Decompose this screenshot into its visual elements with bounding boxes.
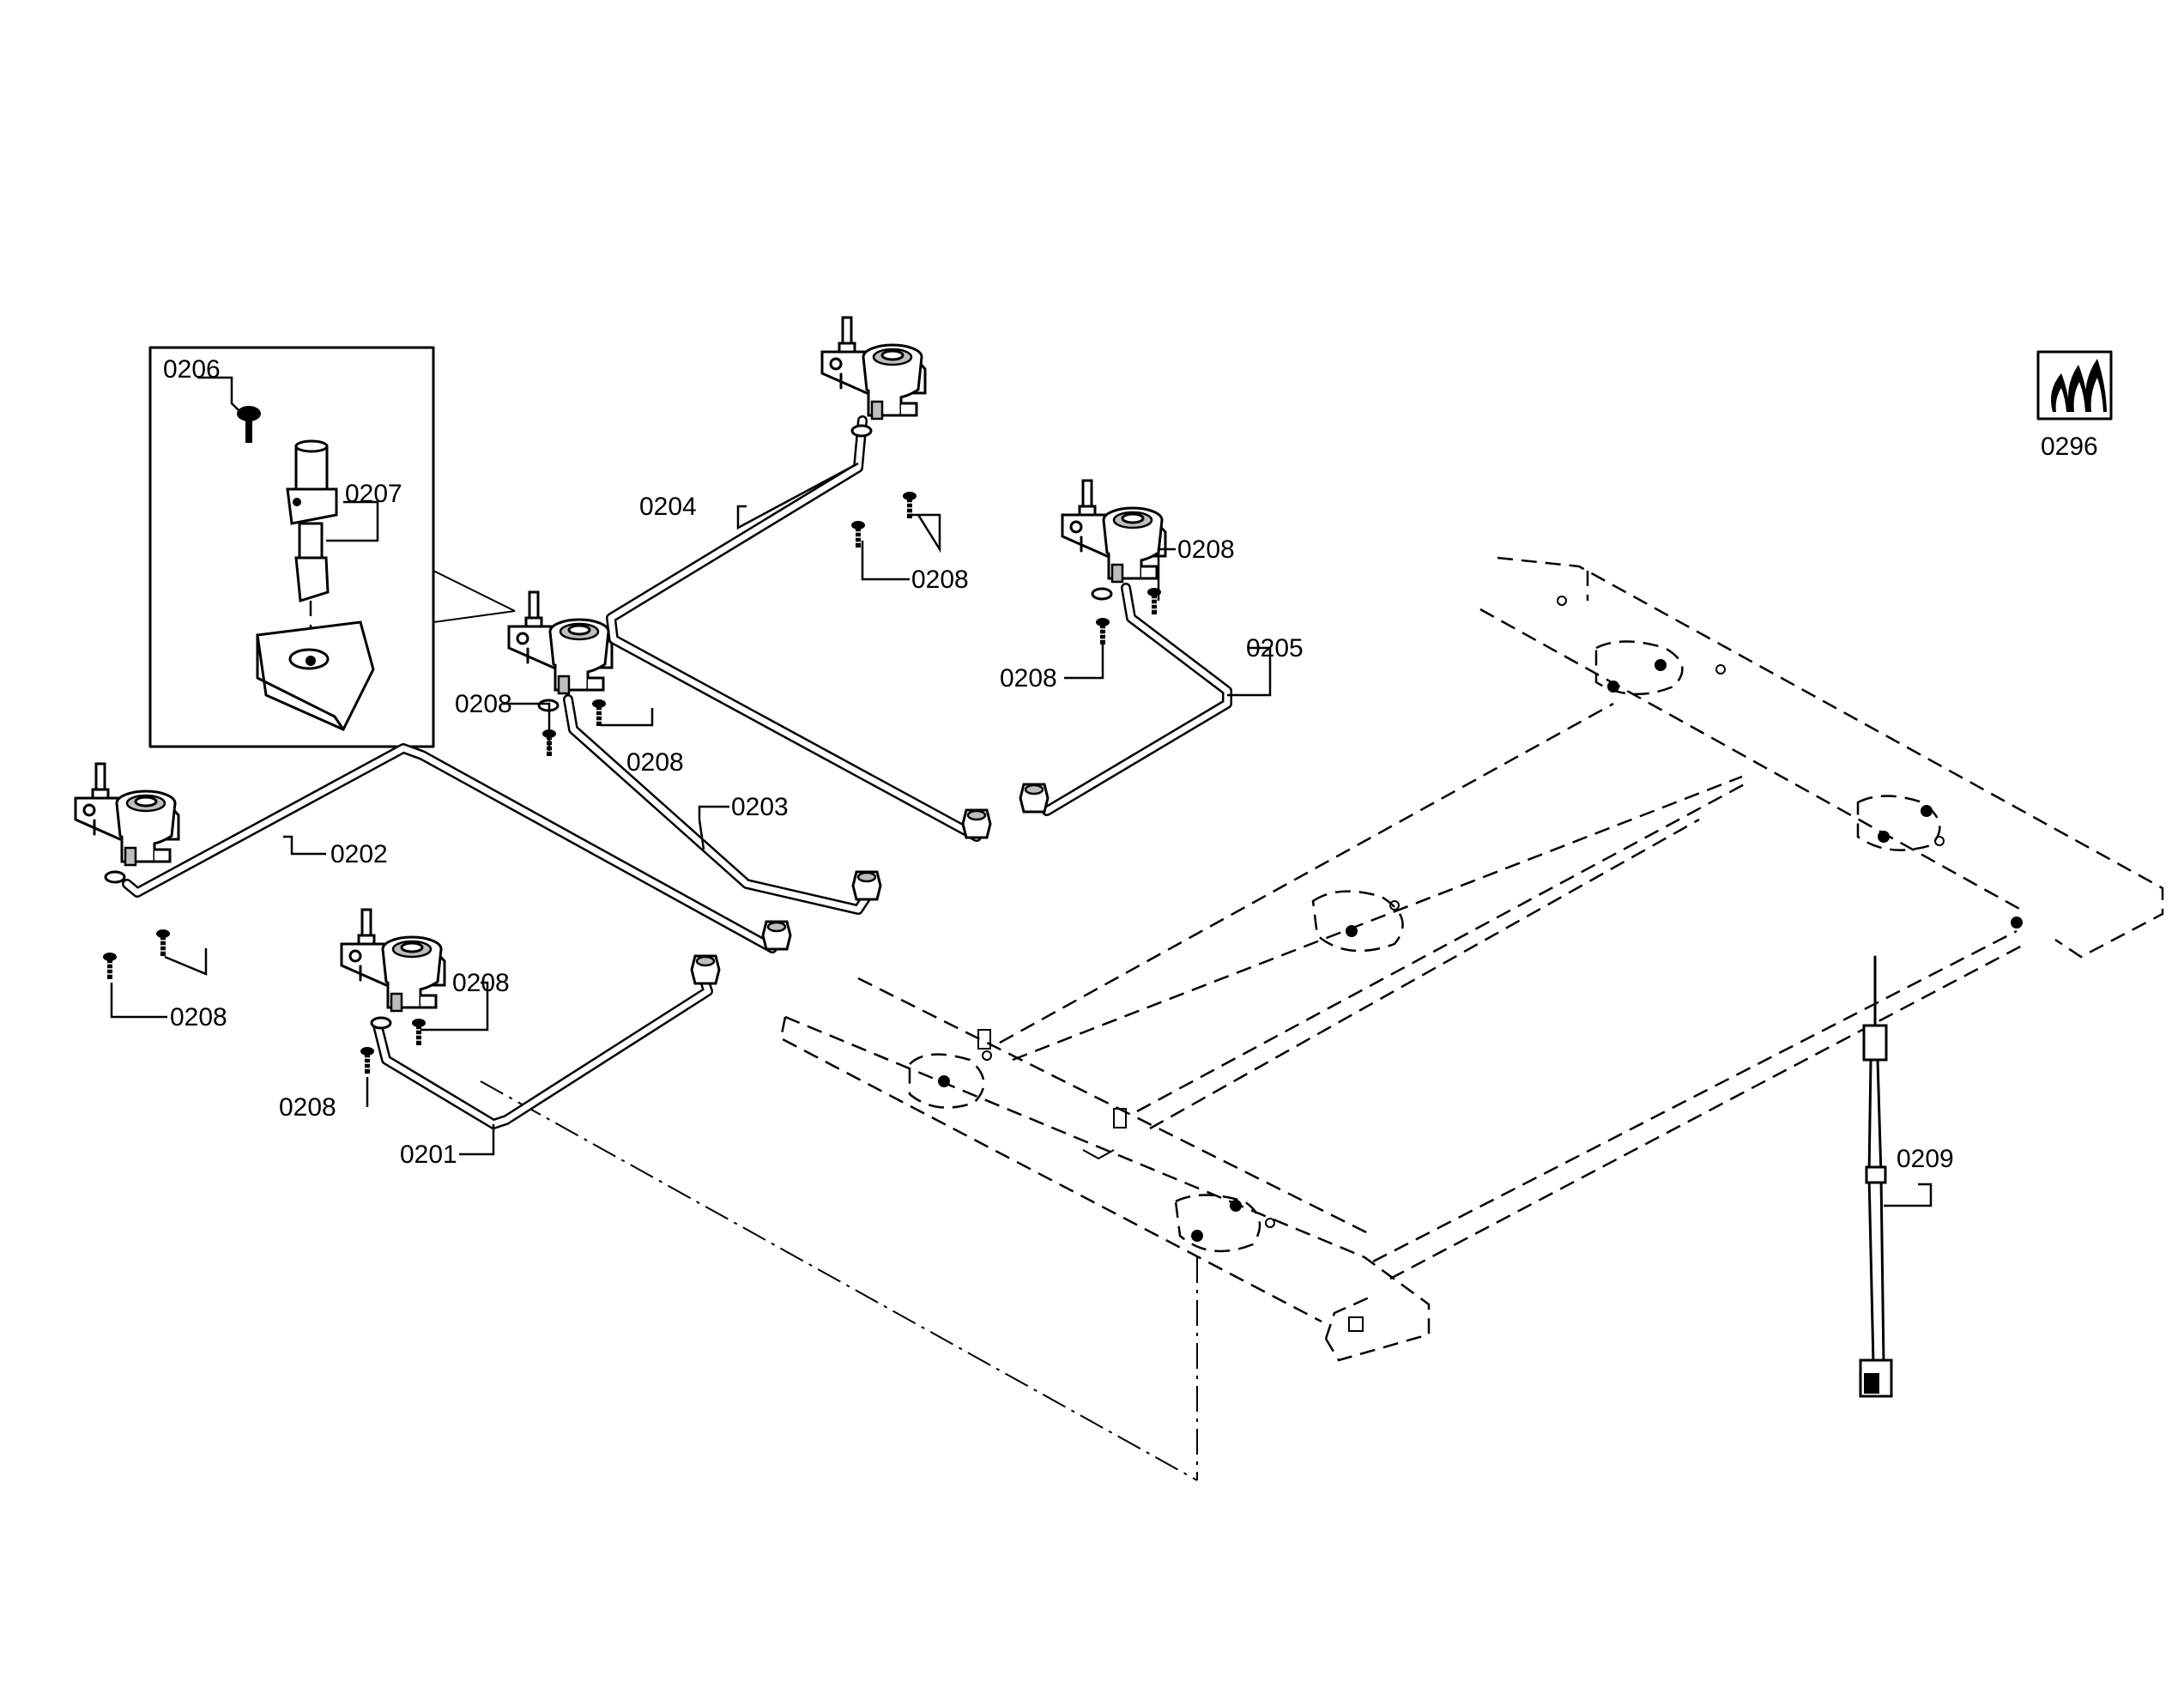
- label-0206: 0206: [163, 355, 221, 384]
- label-0208: 0208: [1177, 535, 1235, 564]
- detail-inset: [148, 346, 516, 748]
- valve-assembly-0205: [1061, 479, 1167, 601]
- screw-0208: [591, 699, 607, 727]
- label-0208: 0208: [452, 969, 510, 997]
- ignition-cable-0209: [1859, 955, 1893, 1398]
- valve-assembly-0204: [820, 316, 927, 438]
- label-0203: 0203: [731, 793, 789, 821]
- leader-lines: [110, 376, 1933, 1207]
- label-0205: 0205: [1246, 634, 1304, 663]
- screw-0208: [360, 1046, 375, 1074]
- label-0208: 0208: [626, 748, 684, 777]
- label-0207: 0207: [345, 480, 402, 508]
- label-0201: 0201: [400, 1140, 457, 1169]
- screw-0208: [411, 1018, 427, 1046]
- pipe-nut: [761, 920, 792, 951]
- label-0296: 0296: [2041, 433, 2098, 461]
- pipe-nut: [690, 954, 721, 985]
- screw-0206: [237, 406, 261, 443]
- pipe-nut: [961, 808, 992, 839]
- valve-assembly-0201: [340, 908, 446, 1030]
- electrode-0207: [286, 439, 338, 652]
- valve-assembly-0203: [507, 590, 614, 712]
- label-0208: 0208: [279, 1093, 336, 1122]
- label-0208: 0208: [170, 1003, 227, 1032]
- label-0208: 0208: [455, 690, 512, 718]
- label-0208: 0208: [1000, 664, 1057, 693]
- screw-0208: [1095, 617, 1110, 645]
- screw-0208: [102, 952, 118, 980]
- label-0204: 0204: [639, 493, 697, 521]
- label-0209: 0209: [1897, 1145, 1954, 1173]
- pipe-nut: [1019, 783, 1050, 814]
- label-0208: 0208: [911, 566, 969, 594]
- mounting-block: [256, 620, 375, 731]
- gas-flame-icon: [2036, 350, 2113, 420]
- screw-0208: [155, 929, 171, 957]
- label-0202: 0202: [330, 840, 388, 868]
- valve-assembly-0202: [74, 762, 180, 884]
- burner-frame: [779, 556, 2164, 1362]
- gas-pipes: [122, 415, 1232, 1129]
- guide-line: [480, 1080, 1198, 1481]
- pipe-nut: [851, 870, 882, 901]
